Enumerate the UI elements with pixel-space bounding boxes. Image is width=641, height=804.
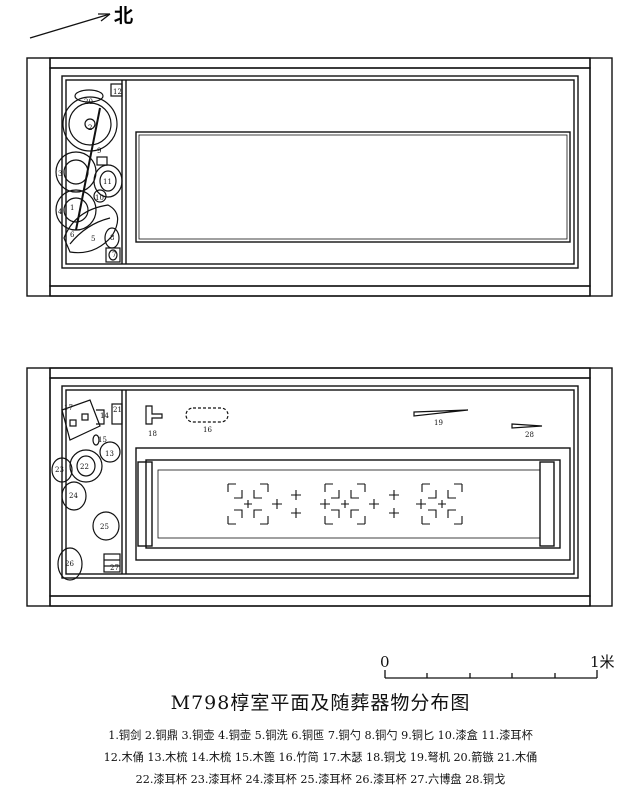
svg-text:6: 6 <box>70 231 75 239</box>
coffin-decoration <box>227 483 463 525</box>
upper-artifact-labels: 2 20 12 3 4 11 10 1 5 6 8 7 9 <box>58 88 122 259</box>
svg-text:7: 7 <box>112 251 116 259</box>
north-label: 北 <box>114 5 133 27</box>
legend-line-3: 22.漆耳杯 23.漆耳杯 24.漆耳杯 25.漆耳杯 26.漆耳杯 27.六博… <box>135 773 506 786</box>
legend-line-2: 12.木俑 13.木梳 14.木梳 15.木篦 16.竹简 17.木瑟 18.铜… <box>103 751 538 764</box>
scale-zero-label: 0 <box>380 653 390 671</box>
upper-plan: 2 20 12 3 4 11 10 1 5 6 8 7 9 <box>26 57 613 297</box>
upper-bottom-beam <box>49 285 591 297</box>
lower-top-beam <box>49 367 591 379</box>
svg-text:24: 24 <box>69 492 78 500</box>
svg-text:8: 8 <box>110 234 114 242</box>
svg-text:27: 27 <box>110 564 119 572</box>
svg-text:19: 19 <box>434 419 443 427</box>
svg-text:4: 4 <box>58 208 63 216</box>
tomb-plan-figure: 北 <box>26 5 615 679</box>
svg-text:16: 16 <box>203 426 212 434</box>
lower-bottom-beam <box>49 595 591 607</box>
svg-text:14: 14 <box>100 412 109 420</box>
svg-text:28: 28 <box>525 431 534 439</box>
lower-coffin <box>135 447 571 561</box>
figure-title: M798椁室平面及随葬器物分布图 <box>170 692 471 714</box>
svg-text:11: 11 <box>103 178 112 186</box>
svg-text:15: 15 <box>98 436 107 444</box>
svg-text:20: 20 <box>84 98 93 106</box>
svg-text:25: 25 <box>100 523 109 531</box>
upper-coffin <box>135 131 571 243</box>
upper-artifacts <box>55 83 123 263</box>
svg-text:22: 22 <box>80 463 89 471</box>
svg-text:17: 17 <box>64 404 73 412</box>
svg-text:26: 26 <box>65 560 74 568</box>
scale-bar: 0 1米 <box>380 653 615 679</box>
svg-text:13: 13 <box>105 450 114 458</box>
svg-text:2: 2 <box>88 124 92 132</box>
upper-top-beam <box>49 57 591 69</box>
lower-side-labels: 17 14 21 13 15 22 23 24 25 26 27 <box>55 404 122 572</box>
svg-text:10: 10 <box>95 194 104 202</box>
lower-strip-artifacts <box>145 405 543 429</box>
svg-text:12: 12 <box>113 88 122 96</box>
svg-text:5: 5 <box>91 235 95 243</box>
scale-end-label: 1米 <box>590 653 615 671</box>
legend-line-1: 1.铜剑 2.铜鼎 3.铜壶 4.铜壶 5.铜洗 6.铜匜 7.铜勺 8.铜勺 … <box>108 729 533 742</box>
lower-plan: 18 16 19 28 17 14 21 13 15 22 23 24 25 26 27 <box>26 367 613 607</box>
lower-side-artifacts <box>51 399 123 581</box>
svg-text:1: 1 <box>70 204 74 212</box>
lower-strip-labels: 18 16 19 28 <box>148 419 534 439</box>
north-arrow: 北 <box>29 5 133 39</box>
svg-text:3: 3 <box>58 170 62 178</box>
svg-text:18: 18 <box>148 430 157 438</box>
svg-text:9: 9 <box>97 147 101 155</box>
svg-text:23: 23 <box>55 466 64 474</box>
svg-text:21: 21 <box>113 406 122 414</box>
